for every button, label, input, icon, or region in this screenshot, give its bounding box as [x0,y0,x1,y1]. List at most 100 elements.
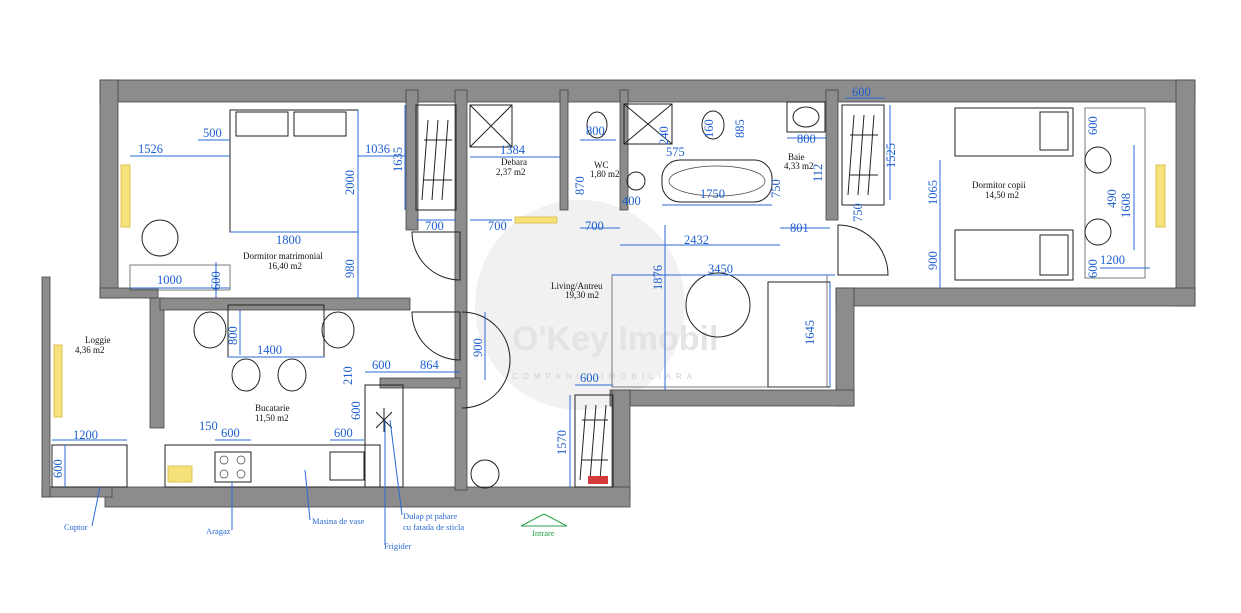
sofa [767,281,831,388]
room-labels: Dormitor matrimonial 16,40 m2 Debara 2,3… [75,152,1026,423]
dim-label: 1384 [500,143,526,157]
bed-kids-2-pillow [1039,234,1069,276]
wall-bedroom-right [405,89,419,231]
dim-label: 150 [199,419,218,433]
dim-label: 1036 [365,142,390,156]
wall-kids-left [825,89,839,221]
dim-label: 900 [926,251,940,270]
room-area-dormitor-copii: 14,50 m2 [985,190,1019,200]
window-loggia [53,344,63,418]
dim-label: 1635 [391,147,405,172]
fridge-mark [375,408,393,432]
wall-bedroom-bottom [159,297,411,311]
callout-dulap-line2: cu fatada de sticla [403,522,464,532]
door-living [461,311,511,409]
dim-label: 1570 [555,430,569,455]
dim-label: 1876 [651,265,665,290]
walls [41,79,1196,508]
room-area-living: 19,30 m2 [565,290,599,300]
room-name-bucatarie: Bucatarie [255,403,289,413]
dim-label: 980 [343,259,357,278]
window-kids [1155,164,1166,228]
dim-label: 1400 [257,343,282,357]
door-kids [837,224,889,276]
kitchen-sink [329,451,365,481]
dimension-labels: 500 1526 1036 1635 2000 1800 980 1000 60… [51,85,1133,478]
dim-label: 870 [573,176,587,195]
dim-label: 3450 [708,262,733,276]
wall-wc [619,89,629,211]
toilet-baie [701,110,725,140]
dim-label: 800 [797,132,816,146]
wardrobe-kids [841,104,885,206]
wardrobe-entry-hangers [579,404,608,481]
callouts: Cuptor Aragaz Masina de vase Frigider Du… [64,419,568,551]
dim-label: 1750 [700,187,725,201]
bathtub-inner [668,165,766,197]
dim-label: 900 [471,338,485,357]
dim-label: 600 [221,426,240,440]
dim-label: 700 [425,219,444,233]
room-name-baie: Baie [788,152,805,162]
wall-loggia-top [99,287,159,299]
dim-label: 600 [334,426,353,440]
shower-cross [623,103,673,145]
entrance-arrow-icon [520,513,568,527]
watermark-brand: O'Key Imobil [512,320,718,358]
dim-label: 575 [666,145,685,159]
kitchen-chair-right [321,311,355,349]
room-name-wc: WC [594,160,609,170]
dim-label: 600 [349,401,363,420]
burner-4 [236,469,246,479]
dim-label: 750 [769,179,783,198]
desk-chair [141,219,179,257]
dim-label: 2432 [684,233,709,247]
room-name-debara: Debara [501,157,527,167]
sink-baie [792,106,820,128]
dim-label: 210 [341,366,355,385]
debara-cross [469,104,513,148]
desk [129,264,231,291]
dim-label: 700 [585,219,604,233]
watermark: O'Key Imobil COMPANIE IMOBILIARA [475,200,718,410]
dim-label: 1526 [138,142,163,156]
wardrobe-kids-hangers [847,114,878,196]
callout-frigider: Frigider [384,541,412,551]
shower [623,103,673,145]
debara-box [469,104,513,148]
dim-label: 800 [226,326,240,345]
chair-kids-1 [1084,146,1112,174]
kitchen-counter [164,444,381,488]
kitchen-chair-bottom-1 [231,358,261,392]
window-living [514,216,558,224]
dimension-lines [52,97,1150,487]
wall-closet-right [611,389,631,501]
dim-label: 801 [790,221,809,235]
dim-label: 1645 [803,320,817,345]
wardrobe-entry [574,394,614,488]
wall-living-bottom [609,389,855,407]
dim-label: 490 [1105,189,1119,208]
dim-label: 500 [203,126,222,140]
dim-label: 1800 [276,233,301,247]
burner-2 [236,455,246,465]
wardrobe-bedroom [415,104,457,211]
bathtub [661,159,773,203]
room-area-wc: 1,80 m2 [590,169,620,179]
dim-label: 750 [851,203,865,222]
fridge [364,384,404,488]
wall-loggia-left [41,276,51,498]
wall-living-left [454,89,468,491]
sink-baie-counter [786,101,826,133]
wall-living-right [835,287,855,407]
dim-label: 160 [702,119,716,138]
room-area-loggie: 4,36 m2 [75,345,105,355]
dim-label: 1065 [926,180,940,205]
burner-1 [219,455,229,465]
wall-fridge [379,377,461,389]
bed-kids-1 [954,107,1074,157]
oven-window [167,465,193,483]
dim-label: 864 [420,358,440,372]
dim-label: 1608 [1119,193,1133,218]
